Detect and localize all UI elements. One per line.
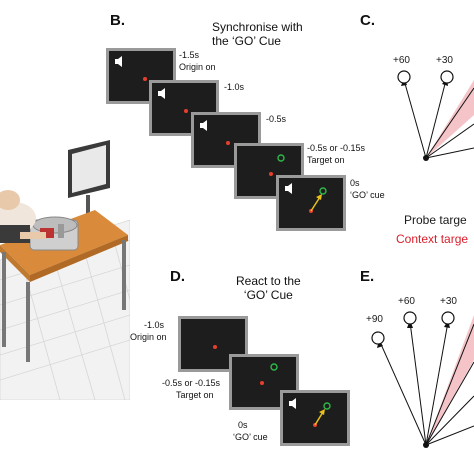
panel-d-frame2-note: Target on — [176, 390, 214, 400]
target-ring — [319, 187, 327, 195]
panel-b-frame5-time: 0s — [350, 178, 360, 188]
panel-d-frame3-note: ‘GO’ cue — [233, 432, 268, 442]
panel-c-target-diagram — [397, 70, 474, 161]
panel-b-frame1-note: Origin on — [179, 62, 216, 72]
panel-b-screen-5 — [276, 175, 346, 231]
probe-target-circle — [403, 311, 417, 325]
panel-d-frame1-note: Origin on — [130, 332, 167, 342]
panel-e-target-diagram — [371, 311, 474, 448]
panel-b-screen-3 — [191, 112, 261, 168]
panel-b-caption-line2: the ‘GO’ Cue — [212, 34, 281, 48]
legend-context-targets: Context targe — [396, 232, 469, 246]
origin-dot — [260, 381, 264, 385]
origin-point — [423, 442, 429, 448]
panel-d-caption: React to the ‘GO’ Cue — [236, 274, 301, 302]
panel-d-frame3-time: 0s — [238, 420, 248, 430]
context-wedge — [426, 80, 474, 158]
panel-b-frame4-note: Target on — [307, 155, 345, 165]
panel-d-frame1-time: -1.0s — [144, 320, 165, 330]
context-wedge — [426, 315, 474, 445]
participant-figure — [0, 190, 46, 243]
panel-d-caption-line1: React to the — [236, 274, 301, 288]
trajectory-arrow — [314, 411, 324, 426]
panel-b-frame3-time: -0.5s — [266, 114, 287, 124]
target-ring — [277, 154, 285, 162]
probe-target-circle — [397, 70, 411, 84]
panel-e-label: E. — [360, 268, 375, 285]
panel-e-angle-label-90: +90 — [366, 314, 383, 325]
panel-d-label: D. — [170, 268, 185, 285]
panel-d-screen-3 — [280, 390, 350, 446]
speaker-icon — [200, 120, 207, 131]
panel-c-angle-label-60: +60 — [393, 55, 410, 66]
target-ring — [270, 363, 278, 371]
panel-c-angle-label-30: +30 — [436, 55, 453, 66]
origin-dot — [269, 172, 273, 176]
apparatus-illustration — [0, 140, 130, 400]
panel-b-caption: Synchronise with the ‘GO’ Cue — [212, 20, 303, 48]
legend-probe-targets: Probe targe — [404, 213, 467, 227]
speaker-icon — [158, 88, 165, 99]
origin-dot — [226, 141, 230, 145]
origin-dot — [184, 109, 188, 113]
panel-d-frame2-time: -0.5s or -0.15s — [162, 378, 221, 388]
panel-d-caption-line2: ‘GO’ Cue — [243, 288, 293, 302]
panel-b-frame1-time: -1.5s — [179, 50, 200, 60]
panel-b-label: B. — [110, 12, 125, 29]
speaker-icon — [115, 56, 122, 67]
probe-target-circle — [371, 331, 385, 345]
origin-dot — [213, 345, 217, 349]
panel-e-angle-label-60: +60 — [398, 296, 415, 307]
trajectory-arrow — [310, 196, 321, 212]
panel-b-frame5-note: ‘GO’ cue — [350, 190, 385, 200]
panel-c-label: C. — [360, 12, 375, 29]
panel-b-frame4-time: -0.5s or -0.15s — [307, 143, 366, 153]
probe-target-circle — [440, 70, 454, 84]
monitor — [68, 140, 110, 215]
target-ring — [323, 402, 331, 410]
panel-b-frame2-time: -1.0s — [224, 82, 245, 92]
probe-target-circle — [441, 311, 455, 325]
speaker-icon — [285, 183, 292, 194]
panel-b-caption-line1: Synchronise with — [212, 20, 303, 34]
speaker-icon — [289, 398, 296, 409]
origin-point — [423, 155, 429, 161]
origin-dot — [143, 77, 147, 81]
panel-e-angle-label-30: +30 — [440, 296, 457, 307]
